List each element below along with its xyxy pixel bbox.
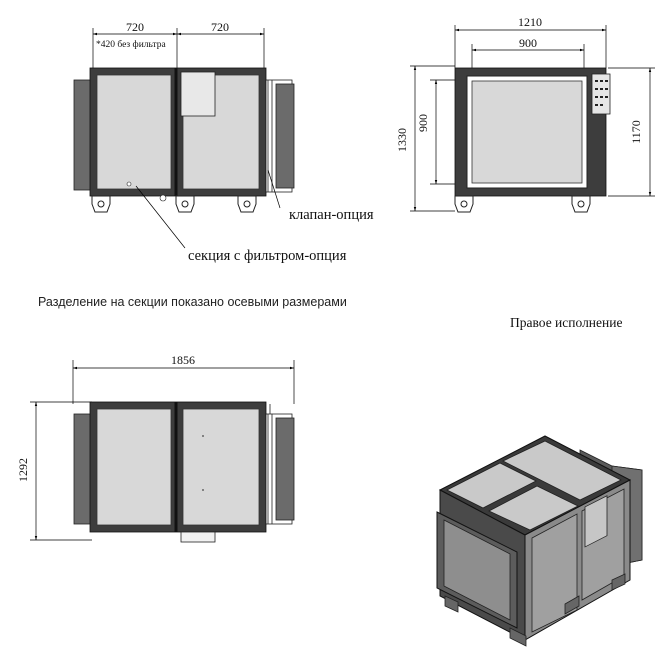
- dimension-1856: 1856: [171, 353, 195, 367]
- valve-option-label: клапан-опция: [289, 207, 374, 223]
- dimension-1170: 1170: [629, 120, 643, 144]
- dimension-1210: 1210: [518, 15, 542, 29]
- front-opening: [471, 80, 583, 184]
- side-view: 1856 1292: [16, 353, 295, 543]
- isometric-view: [436, 435, 643, 647]
- dimension-1330: 1330: [395, 128, 409, 152]
- dimension-900-vertical: 900: [416, 114, 430, 132]
- access-hatch: [180, 71, 216, 117]
- top-panel-right: [502, 440, 622, 501]
- valve-leader: [267, 169, 281, 209]
- outlet-duct: [275, 417, 295, 521]
- dimension-900-horizontal: 900: [519, 36, 537, 50]
- filter-section-panel: [96, 74, 172, 190]
- side-panel: [531, 513, 578, 633]
- filter-note: *420 без фильтра: [96, 39, 167, 50]
- front-opening-3d: [443, 519, 511, 621]
- filter-section-label: секция с фильтром-опция: [188, 248, 347, 264]
- axis-caption: Разделение на секции показано осевыми ра…: [38, 295, 347, 309]
- dimension-1292: 1292: [16, 458, 30, 482]
- top-panel-left: [446, 462, 537, 509]
- front-view: 1210 900 1330 900 1170: [395, 15, 655, 213]
- top-view: 720 720 *420 без фильтра клапан-опция се…: [73, 20, 374, 264]
- dimension-720-left: 720: [126, 20, 144, 34]
- fan-section-panel: [182, 408, 260, 526]
- drain-box: [180, 531, 216, 543]
- filter-section-panel: [96, 408, 172, 526]
- filter-leader: [135, 185, 186, 249]
- control-box-3d: [584, 495, 608, 548]
- orientation-label: Правое исполнение: [510, 315, 622, 330]
- dimension-720-right: 720: [211, 20, 229, 34]
- outlet-duct: [275, 83, 295, 189]
